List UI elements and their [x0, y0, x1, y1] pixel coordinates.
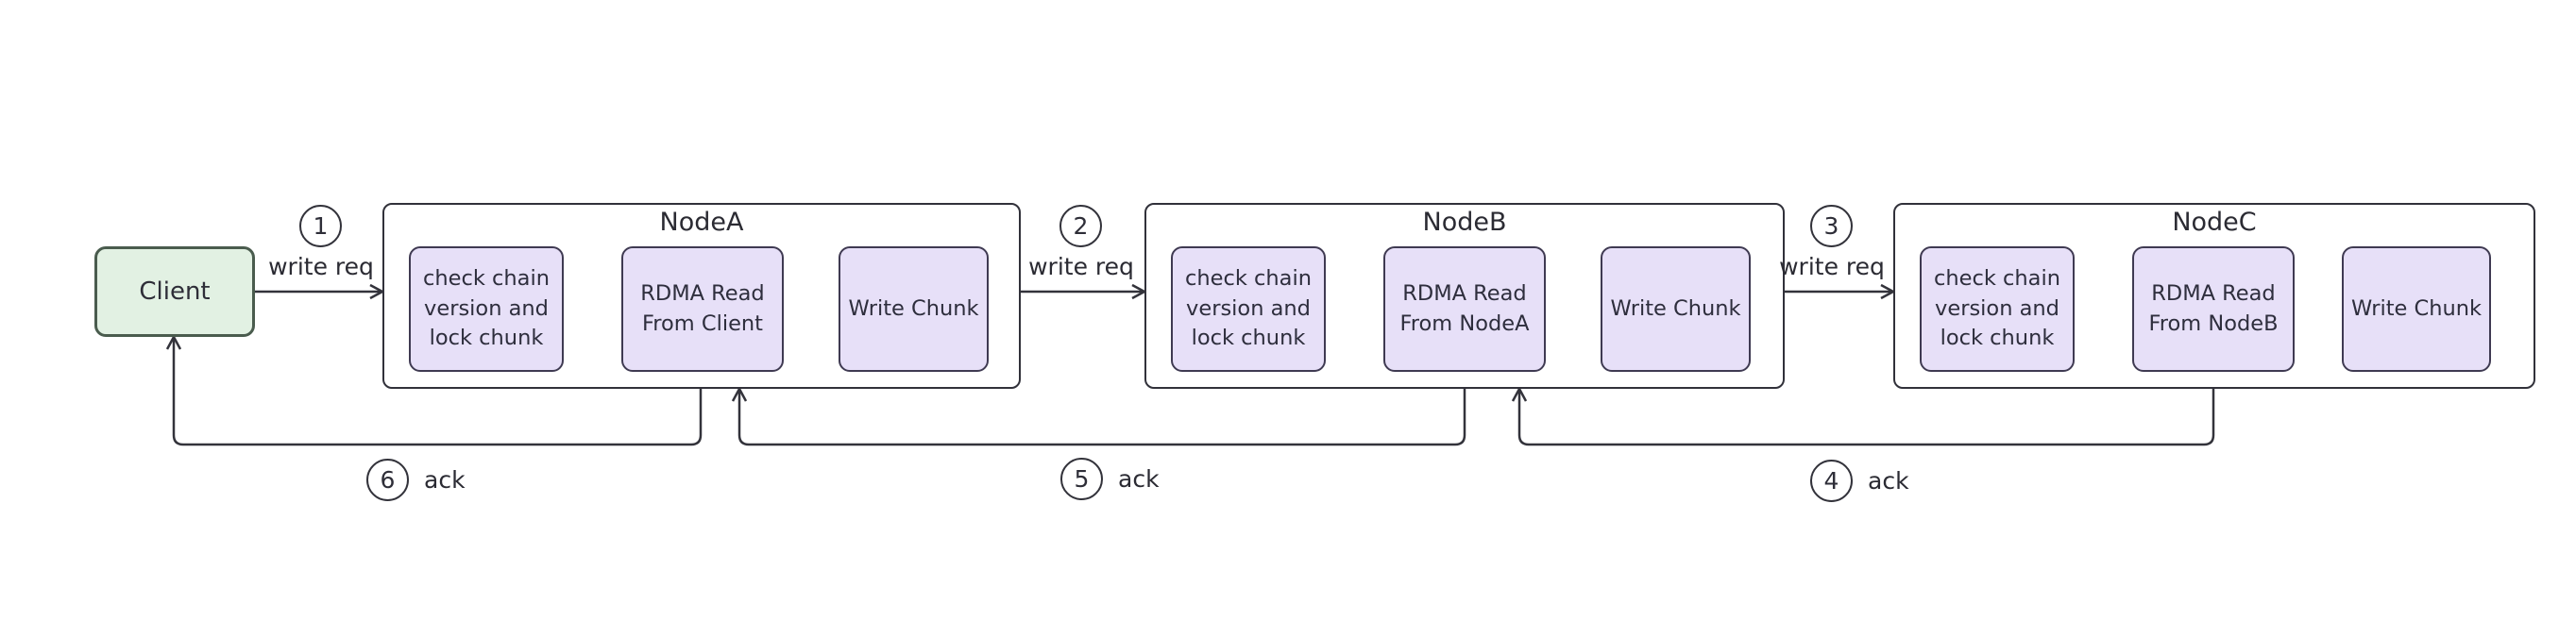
nodea-step-rdma-read: RDMA Read From Client [621, 246, 784, 372]
ack-6-badge: 6 [366, 459, 409, 501]
edge-ack-nodea-to-client [165, 334, 703, 446]
nodeb-step-write-chunk: Write Chunk [1601, 246, 1751, 372]
nodea-step-check-lock: check chain version and lock chunk [409, 246, 564, 372]
nodec-step-rdma-read: RDMA Read From NodeB [2132, 246, 2295, 372]
ack-5-label: ack [1118, 465, 1160, 493]
nodeb-title: NodeB [1422, 208, 1507, 237]
ack-4-badge: 4 [1810, 460, 1853, 502]
nodeb-step-rdma-read: RDMA Read From NodeA [1383, 246, 1546, 372]
write-req-1-label: write req [268, 253, 374, 280]
nodec-step-check-lock: check chain version and lock chunk [1920, 246, 2075, 372]
edge-ack-nodec-to-nodeb [1511, 386, 2215, 446]
nodea-title: NodeA [659, 208, 744, 237]
write-req-1-badge: 1 [299, 205, 342, 247]
client-node: Client [94, 246, 255, 337]
ack-4-label: ack [1868, 467, 1909, 495]
ack-5-badge: 5 [1060, 458, 1103, 500]
nodea-step-write-chunk: Write Chunk [839, 246, 989, 372]
ack-6-label: ack [424, 466, 466, 494]
write-req-3-badge: 3 [1810, 205, 1853, 247]
write-req-2-badge: 2 [1059, 205, 1102, 247]
nodeb-step-check-lock: check chain version and lock chunk [1171, 246, 1326, 372]
nodec-title: NodeC [2172, 208, 2257, 237]
nodec-step-write-chunk: Write Chunk [2342, 246, 2491, 372]
write-req-3-label: write req [1779, 253, 1885, 280]
edge-ack-nodeb-to-nodea [731, 386, 1466, 446]
write-req-2-label: write req [1028, 253, 1134, 280]
